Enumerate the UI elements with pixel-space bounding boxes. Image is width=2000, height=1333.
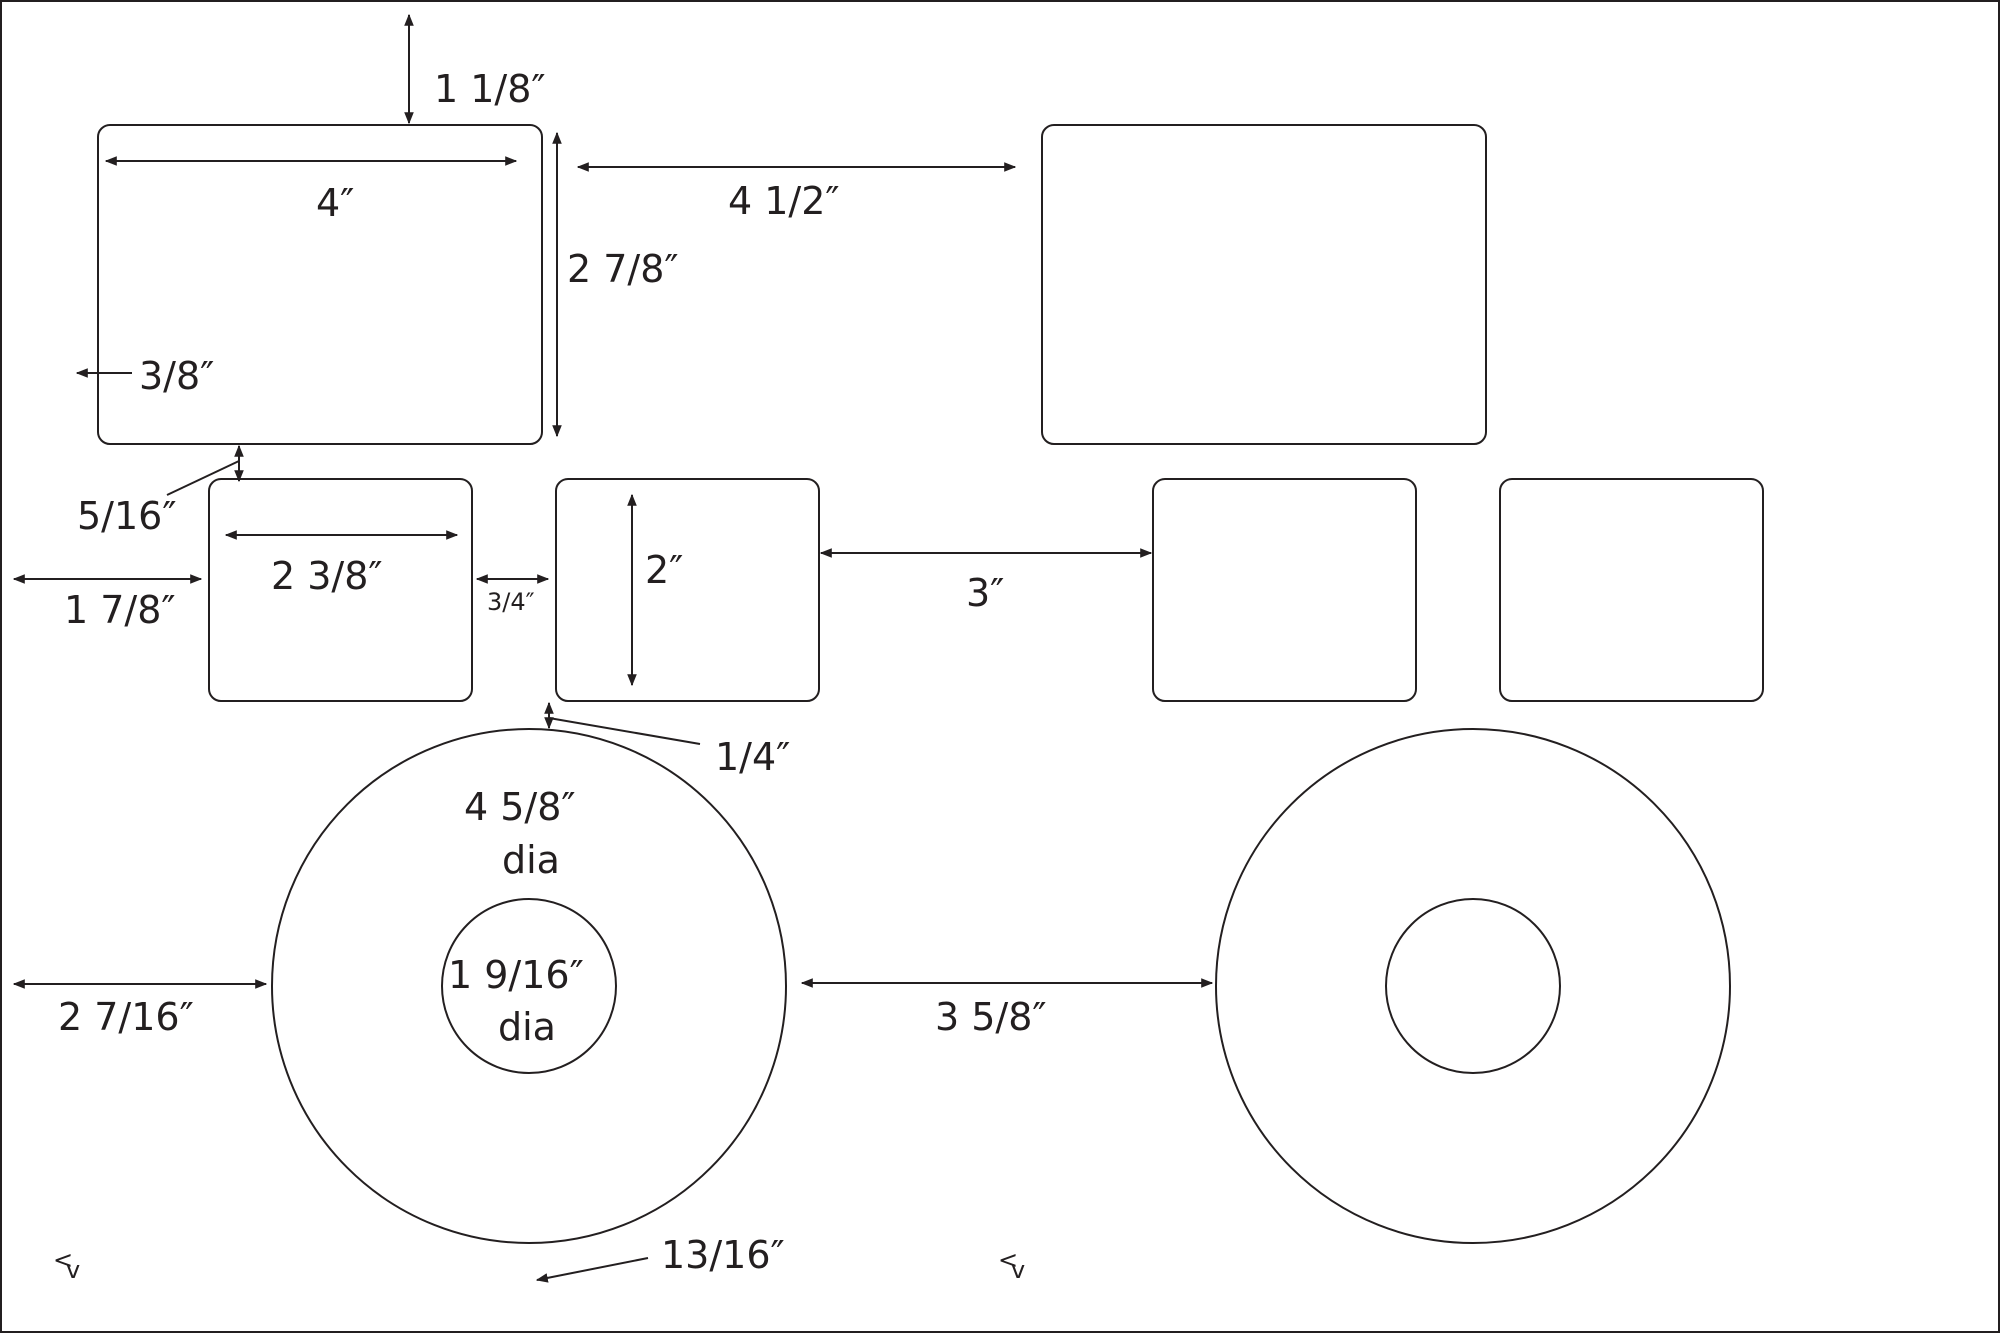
label-large-gap: 4 1/2″ [728,179,840,223]
label-small-height: 2″ [645,548,683,592]
wheel-inner-right [1385,898,1561,1074]
label-small-gap-wide: 3″ [966,571,1004,615]
wheel-inner-left [441,898,617,1074]
label-wheel-outer-size: 4 5/8″ [464,785,576,829]
leader-wheel-gap-top [548,717,701,745]
label-wheel-inner-dia: dia [498,1005,556,1049]
label-left-margin-wheel: 2 7/16″ [58,995,194,1039]
label-bottom-margin: 13/16″ [661,1233,785,1277]
label-corner-offset: 3/8″ [139,354,214,398]
large-rect-left [97,124,543,445]
wheel-outer-right [1215,728,1731,1244]
label-small-gap: 3/4″ [487,588,535,616]
small-rect-2 [555,478,820,702]
label-wheel-gap: 3 5/8″ [935,995,1047,1039]
small-rect-1 [208,478,473,702]
corner-mark-left-a: < [53,1246,73,1274]
label-wheel-inner-size: 1 9/16″ [448,953,584,997]
label-small-width: 2 3/8″ [271,554,383,598]
label-wheel-gap-top: 1/4″ [715,735,790,779]
label-wheel-outer-dia: dia [502,838,560,882]
corner-mark-right-b: v [1011,1256,1025,1284]
label-top-margin: 1 1/8″ [434,67,546,111]
label-left-margin-small: 1 7/8″ [64,588,176,632]
corner-mark-left-b: v [66,1256,80,1284]
label-large-height: 2 7/8″ [567,247,679,291]
large-rect-right [1041,124,1487,445]
corner-mark-right-a: < [998,1246,1018,1274]
dim-arrow-bottom-margin [535,1257,649,1283]
small-rect-3 [1152,478,1417,702]
wheel-outer-left [271,728,787,1244]
leader-row-gap [166,460,240,496]
small-rect-4 [1499,478,1764,702]
label-large-width: 4″ [316,181,354,225]
label-row-gap: 5/16″ [77,494,177,538]
